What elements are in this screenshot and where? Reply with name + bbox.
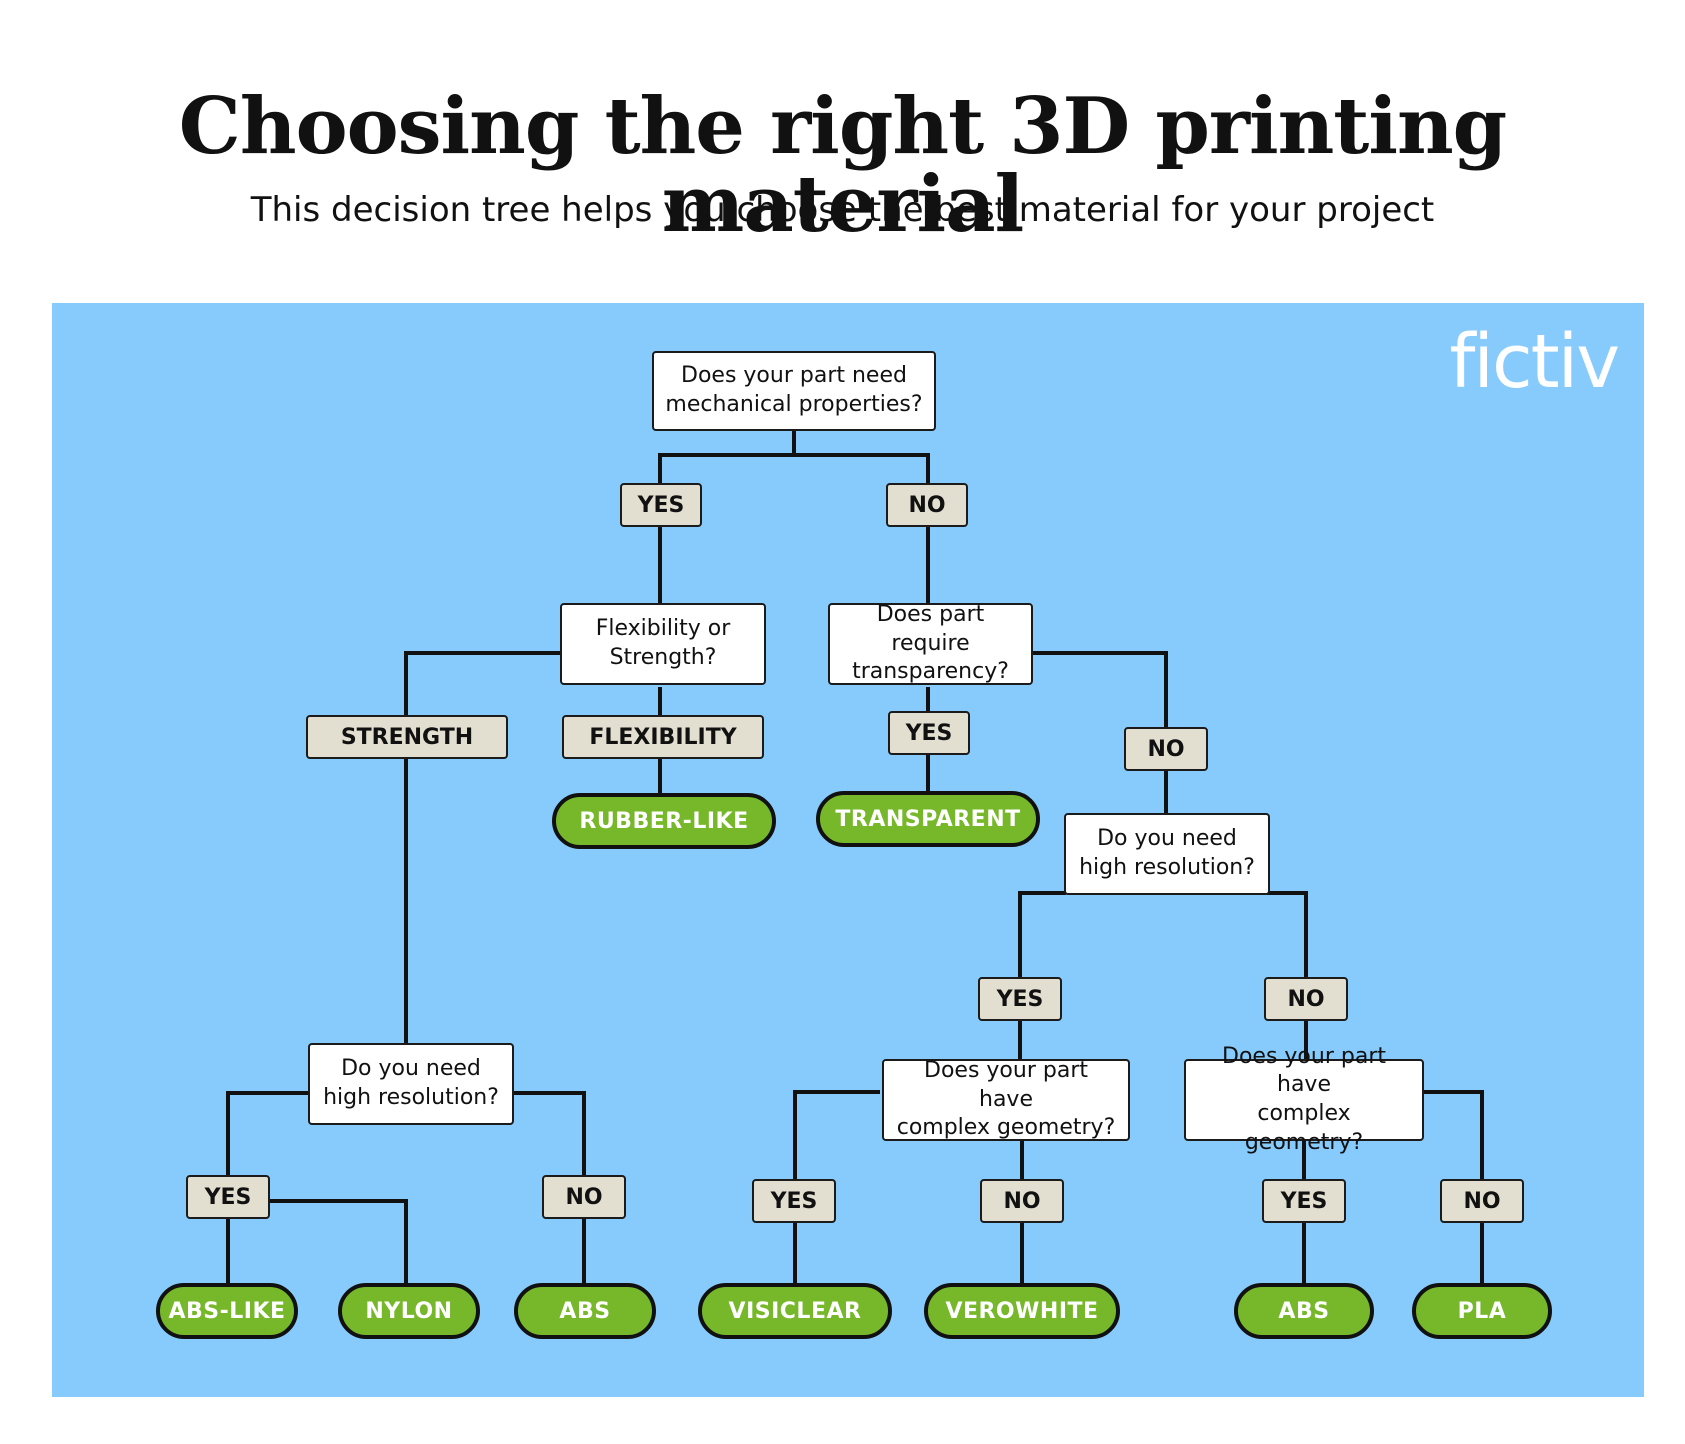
result-visiclear: VISICLEAR — [698, 1283, 892, 1339]
result-pla: PLA — [1412, 1283, 1552, 1339]
connector-resr-no — [1267, 891, 1308, 977]
connector-resl-no — [507, 1091, 586, 1175]
connector-geor-no — [1422, 1090, 1484, 1179]
answer-geometry-left-yes: YES — [752, 1179, 836, 1223]
answer-geometry-left-no: NO — [980, 1179, 1064, 1223]
answer-mechanical-yes: YES — [620, 483, 702, 527]
page-subtitle: This decision tree helps you choose the … — [250, 190, 1435, 230]
answer-transparency-no: NO — [1124, 727, 1208, 771]
connector-root — [658, 429, 796, 483]
answer-resolution-right-no: NO — [1264, 977, 1348, 1021]
answer-geometry-right-yes: YES — [1262, 1179, 1346, 1223]
answer-resolution-left-yes: YES — [186, 1175, 270, 1219]
result-abs-right: ABS — [1234, 1283, 1374, 1339]
connector-root-no — [794, 453, 930, 483]
tree-connectors — [226, 429, 1484, 1283]
result-rubber-like: RUBBER-LIKE — [552, 793, 776, 849]
decision-tree-panel: fictiv — [52, 303, 1644, 1397]
connector-resl-yes-nylon — [270, 1199, 408, 1283]
answer-transparency-yes: YES — [888, 711, 970, 755]
answer-resolution-right-yes: YES — [978, 977, 1062, 1021]
connector-flex-strength — [404, 651, 560, 715]
result-verowhite: VEROWHITE — [924, 1283, 1120, 1339]
connector-transparency-no — [1033, 651, 1168, 727]
result-nylon: NYLON — [338, 1283, 480, 1339]
connector-resr-yes — [1018, 891, 1066, 977]
connector-resl-yes — [226, 1091, 310, 1175]
result-abs-left: ABS — [514, 1283, 656, 1339]
page-title: Choosing the right 3D printing material — [178, 81, 1507, 250]
answer-flexibility: FLEXIBILITY — [562, 715, 764, 759]
connector-geol-yes — [793, 1090, 880, 1179]
answer-geometry-right-no: NO — [1440, 1179, 1524, 1223]
answer-strength: STRENGTH — [306, 715, 508, 759]
answer-resolution-left-no: NO — [542, 1175, 626, 1219]
result-abs-like: ABS-LIKE — [156, 1283, 298, 1339]
fictiv-logo: fictiv — [1449, 319, 1620, 405]
answer-mechanical-no: NO — [886, 483, 968, 527]
result-transparent: TRANSPARENT — [816, 791, 1040, 847]
